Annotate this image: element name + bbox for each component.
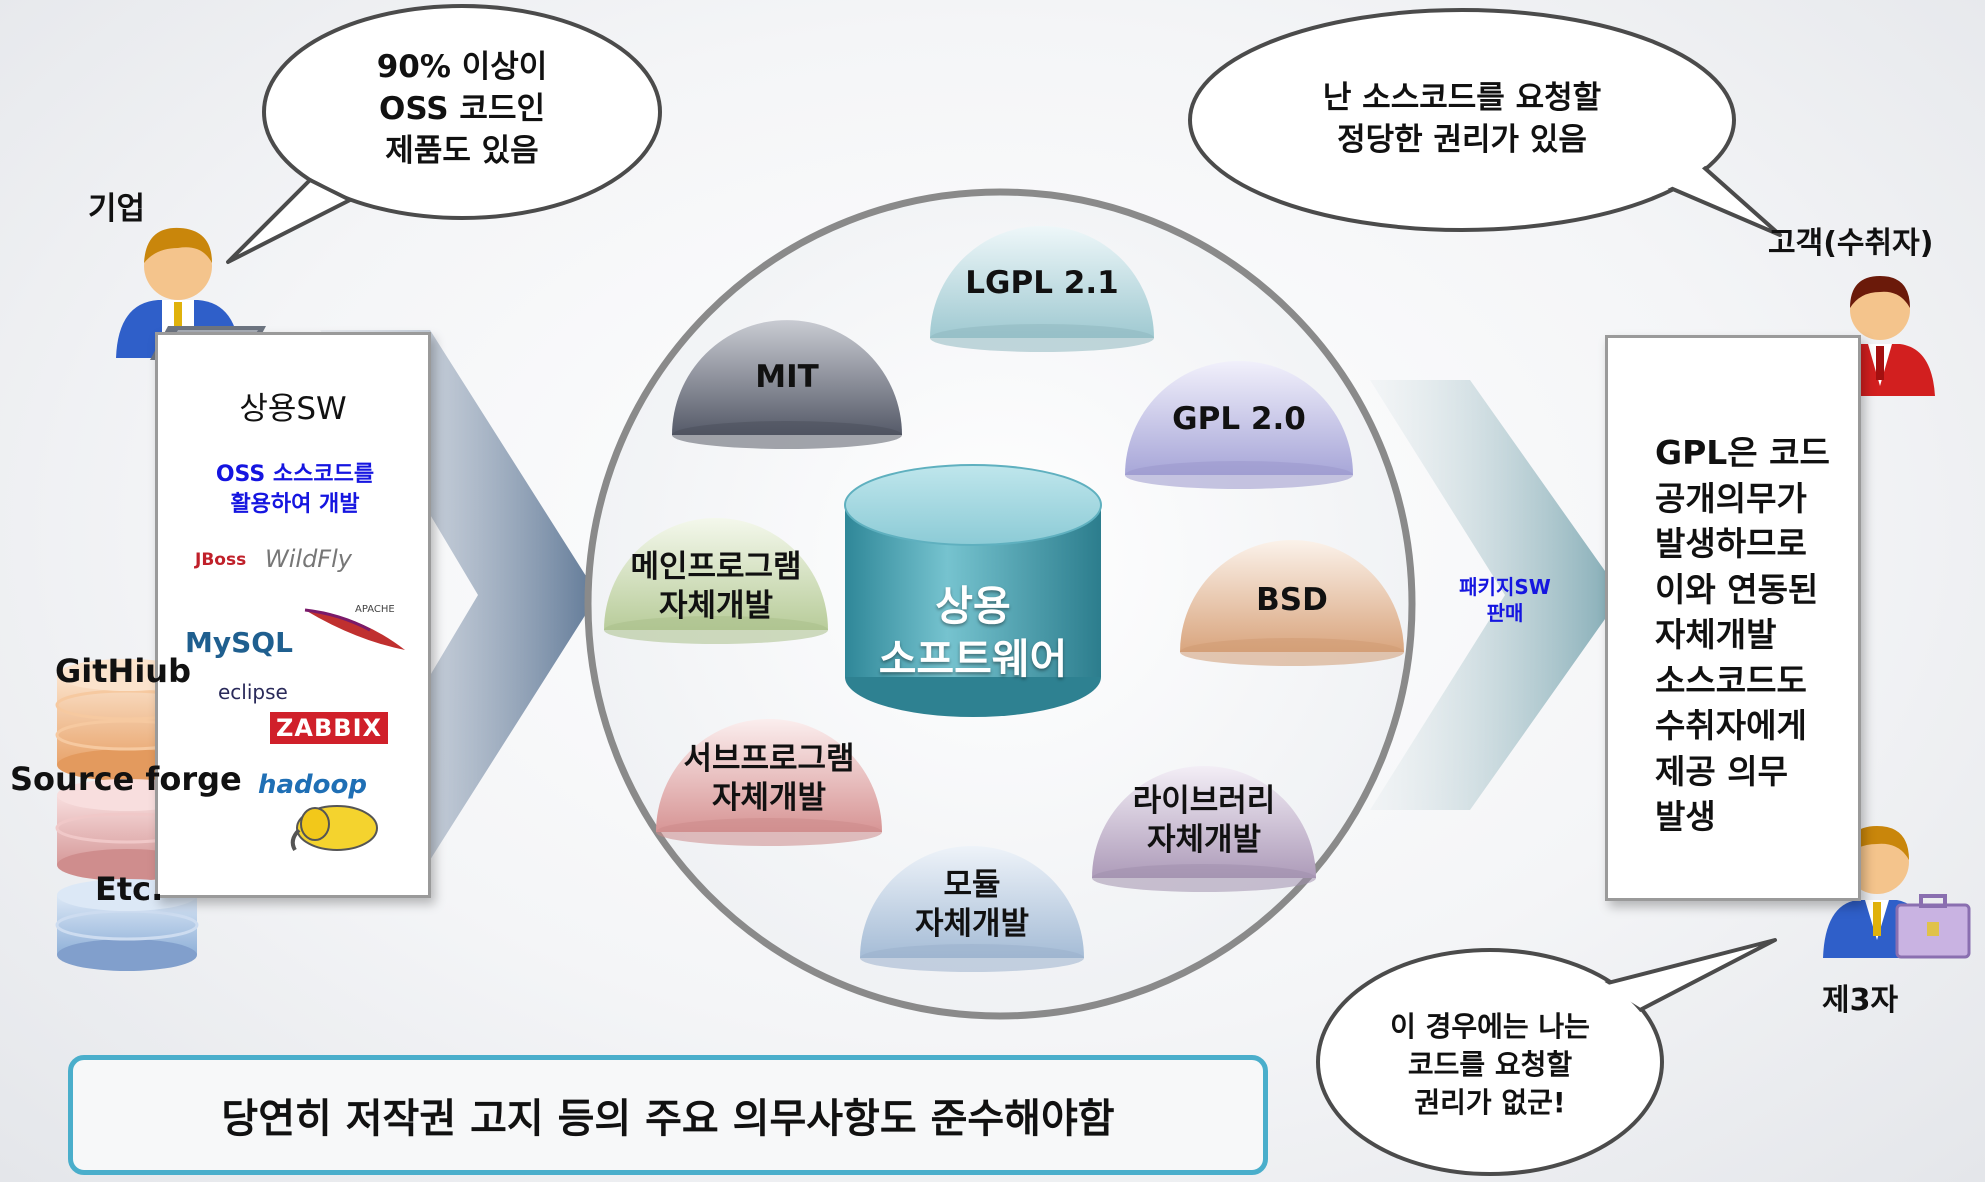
bubble-third-shape — [1316, 938, 1777, 1176]
bubble-customer-text: 난 소스코드를 요청할 정당한 권리가 있음 — [1322, 80, 1602, 158]
dome-lgpl — [930, 226, 1154, 352]
commercial-software-label: 상용 소프트웨어 — [878, 582, 1068, 684]
dome-main — [604, 518, 828, 644]
oss-usage-note: OSS 소스코드를 활용하여 개발 — [215, 462, 375, 517]
source-github-label: GitHiub — [55, 652, 191, 690]
bubble-company-shape — [226, 4, 662, 264]
bubble-third-party-text: 이 경우에는 나는 코드를 요청할 권리가 없군! — [1390, 1010, 1590, 1119]
dome-bsd — [1180, 540, 1404, 666]
hadoop-elephant-icon — [290, 805, 378, 852]
dome-module — [860, 846, 1084, 972]
dome-lib — [1092, 766, 1316, 892]
zabbix-logo: ZABBIX — [270, 712, 388, 744]
right-arrow — [1370, 380, 1622, 810]
package-sw-sales-label: 패키지SW 판매 — [1459, 575, 1551, 625]
actor-customer-label: 고객(수취자) — [1768, 226, 1934, 261]
dome-bsd-label: BSD — [1256, 582, 1328, 618]
dome-lgpl-label: LGPL 2.1 — [965, 265, 1119, 301]
dome-module-label: 모듈 자체개발 — [914, 867, 1030, 942]
bubble-customer-shape — [1188, 8, 1782, 237]
eclipse-logo: eclipse — [218, 680, 288, 704]
commercial-sw-title: 상용SW — [239, 391, 347, 427]
dome-gpl-label: GPL 2.0 — [1172, 401, 1306, 437]
cylinder — [844, 464, 1102, 717]
hadoop-logo: hadoop — [258, 770, 368, 800]
dome-mit — [672, 320, 902, 449]
wildfly-logo: WildFly — [265, 545, 352, 573]
dome-gpl — [1125, 361, 1353, 489]
source-sourceforge-label: Source forge — [10, 760, 242, 798]
dome-mit-label: MIT — [755, 359, 819, 395]
gpl-obligation-text: GPL은 코드 공개의무가 발생하므로 이와 연동된 자체개발 소스코드도 수취… — [1655, 433, 1830, 837]
third-party-person-icon — [1823, 826, 1971, 959]
source-etc-label: Etc. — [95, 870, 164, 908]
db-etc — [55, 879, 199, 971]
dome-sub-label: 서브프로그램 자체개발 — [683, 741, 855, 816]
actor-third-party-label: 제3자 — [1822, 983, 1899, 1018]
actor-company-label: 기업 — [88, 191, 146, 227]
apache-logo: APACHE — [355, 604, 395, 615]
gpl-obligation-panel — [1605, 335, 1861, 901]
apache-feather-icon — [304, 608, 405, 650]
jboss-logo: JBoss — [195, 550, 247, 570]
bottom-obligation-note: 당연히 저작권 고지 등의 주요 의무사항도 준수해야함 — [68, 1055, 1268, 1175]
dome-lib-label: 라이브러리 자체개발 — [1132, 783, 1276, 858]
dome-main-label: 메인프로그램 자체개발 — [630, 549, 802, 624]
dome-sub — [656, 719, 882, 846]
mysql-logo: MySQL — [185, 626, 293, 659]
commercial-sw-panel — [155, 332, 431, 898]
left-arrow — [320, 330, 598, 860]
bubble-company-text: 90% 이상이 OSS 코드인 제품도 있음 — [376, 49, 548, 169]
